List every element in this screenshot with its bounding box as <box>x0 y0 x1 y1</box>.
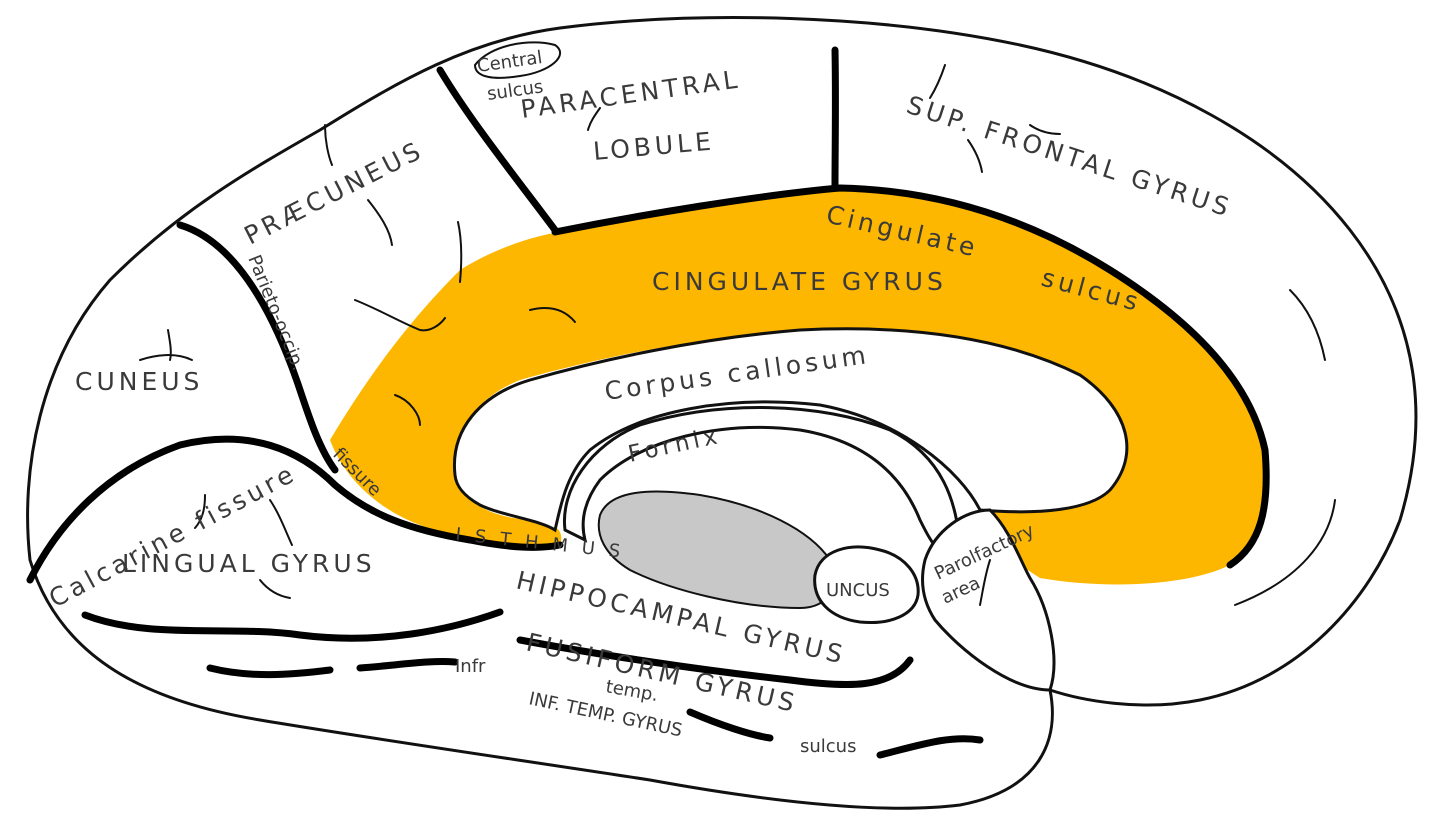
label-uncus: UNCUS <box>826 580 890 601</box>
sulcus-supfrontal-3 <box>967 139 983 173</box>
cingulate-sulcus-line <box>551 184 1270 569</box>
corpus-callosum-region <box>452 327 1129 533</box>
sulcus-lingual-1 <box>194 494 206 529</box>
collateral-sulcus-line <box>206 664 334 679</box>
label-cingulate-gyrus: CINGULATE GYRUS <box>652 267 947 296</box>
central-sulcus-line <box>436 66 559 234</box>
label-sulcus-inf: sulcus <box>800 736 856 757</box>
sulcus-cuneus <box>139 329 193 361</box>
inf-temp-sulcus-line-3 <box>876 735 984 759</box>
lingual-lower-line <box>81 608 504 642</box>
inf-temp-sulcus-line-2 <box>686 708 774 742</box>
label-lingual-gyrus: LINGUAL GYRUS <box>122 549 376 578</box>
sulcus-supfrontal-2 <box>1029 124 1061 135</box>
label-infr: Infr <box>455 656 486 677</box>
sulcus-lingual-3 <box>259 579 291 599</box>
sulcus-praecuneus-3 <box>354 299 446 332</box>
sulcus-frontal-lower <box>1234 499 1336 606</box>
inf-temp-sulcus-line-1 <box>356 658 459 672</box>
sulcus-cingulate-2 <box>394 394 421 426</box>
label-cuneus: CUNEUS <box>75 367 203 396</box>
parieto-occipital-line <box>176 221 339 474</box>
sulcus-cingulate-1 <box>529 307 576 323</box>
sulcus-parolfactory <box>979 559 991 606</box>
sulcus-supfrontal-1 <box>929 64 946 99</box>
sulcus-lingual-2 <box>269 499 293 546</box>
sulcus-praecuneus-2 <box>367 199 393 246</box>
parolfactory-region <box>920 508 1056 692</box>
sulcus-paracentral <box>587 107 601 131</box>
sulcus-praecuneus-4 <box>457 221 463 283</box>
calcarine-fissure-line <box>26 435 564 584</box>
cingulate-gyrus-region <box>330 190 1265 585</box>
sulcus-praecuneus-1 <box>324 124 333 166</box>
uncus-region <box>813 545 920 625</box>
central-sulcus-oval <box>473 41 562 79</box>
hippocampal-lower-line <box>516 636 914 689</box>
sulcus-supfrontal-4 <box>1289 289 1326 361</box>
